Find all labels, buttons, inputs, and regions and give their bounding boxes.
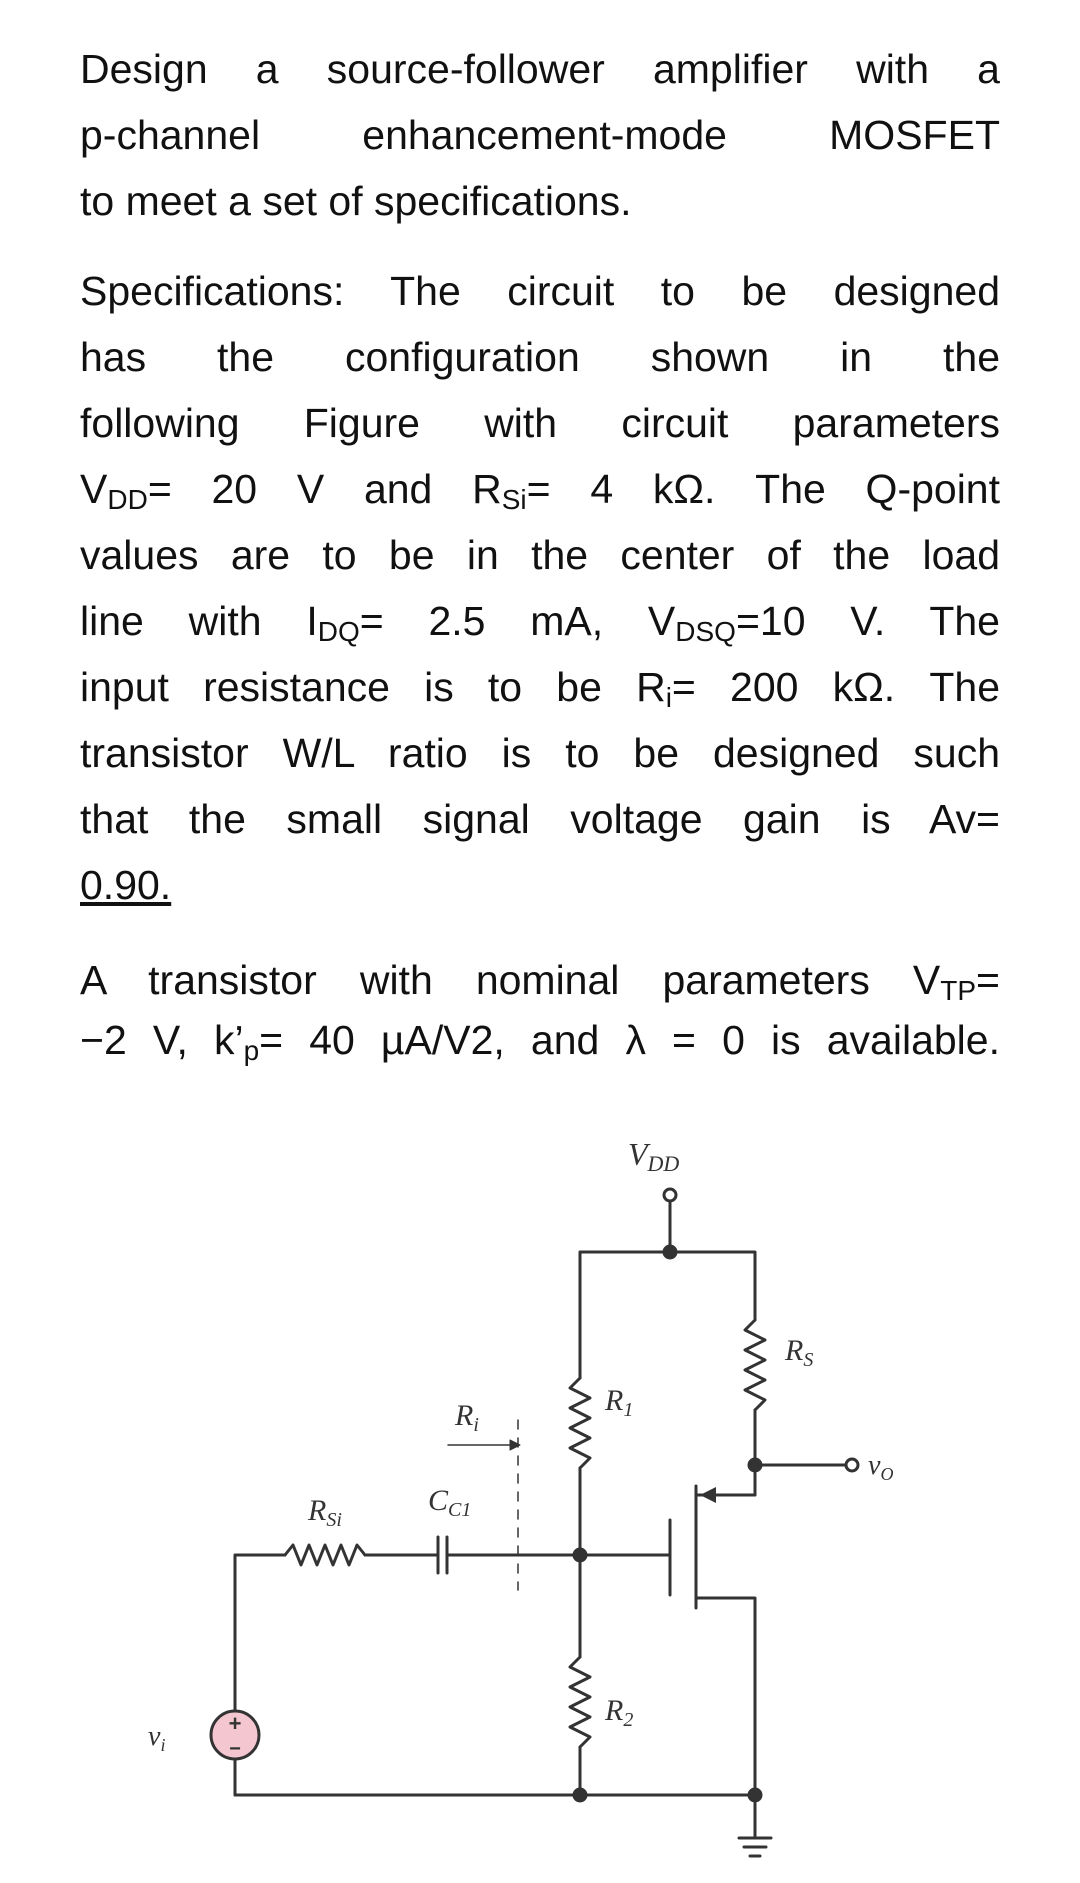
vtp-subscript: TP [940, 975, 977, 1006]
spec-line: values are to be in the center of the lo… [80, 532, 1000, 578]
specifications-paragraph: Specifications: The circuit to be design… [80, 258, 1000, 918]
r1-label: R1 [604, 1384, 633, 1421]
r2-ground-junction [572, 1787, 588, 1803]
spec-line: transistor W/L ratio is to be designed s… [80, 730, 1000, 776]
vtp-text: A transistor with nominal parameters V [80, 957, 941, 1003]
vdsq-value-text: =10 V. The [735, 598, 1000, 644]
idq-text: line with I [80, 598, 318, 644]
transistor-line: −2 V, k’p= 40 µA/V2, and λ = 0 is availa… [80, 1010, 1000, 1070]
circuit-diagram: + − VDD RS R1 R2 Ri RSi CC1 vO vi [148, 1136, 893, 1858]
plus-sign: + [229, 1711, 242, 1736]
rsi-subscript: Si [501, 484, 527, 515]
idq-subscript: DQ [317, 616, 360, 647]
rsi-label: RSi [307, 1494, 342, 1531]
output-terminal [844, 1457, 860, 1473]
spec-line: following Figure with circuit parameters [80, 400, 1000, 446]
vo-label: vO [868, 1450, 893, 1484]
drain-ground-junction [747, 1787, 763, 1803]
spec-line: Specifications: The circuit to be design… [80, 268, 1000, 314]
kp-value-text: = 40 µA/V2, and λ = 0 is available. [259, 1017, 1000, 1063]
ri-subscript: i [665, 682, 672, 713]
top-rail-wire [578, 1250, 757, 1380]
vdd-junction [662, 1244, 678, 1260]
vdd-subscript: DD [107, 484, 148, 515]
minus-sign: − [229, 1738, 241, 1760]
ri-arrow-head [509, 1439, 521, 1451]
gate-junction [572, 1547, 588, 1563]
source-arrow-icon [700, 1487, 716, 1503]
vdd-symbol: V [80, 466, 108, 512]
spec-line: line with IDQ= 2.5 mA, VDSQ=10 V. The [80, 588, 1000, 654]
vdsq-text: = 2.5 mA, V [359, 598, 676, 644]
intro-paragraph: Design a source-follower amplifier with … [80, 36, 1000, 234]
spec-line: VDD= 20 V and RSi= 4 kΩ. The Q-point [80, 456, 1000, 522]
cc1-label: CC1 [428, 1484, 471, 1521]
r1-resistor [568, 1376, 592, 1470]
vi-label: vi [148, 1721, 165, 1755]
r2-resistor [568, 1655, 592, 1749]
spec-line: has the configuration shown in the [80, 334, 1000, 380]
ri-label: Ri [454, 1399, 479, 1436]
input-wire [233, 1553, 287, 1714]
spec-line: input resistance is to be Ri= 200 kΩ. Th… [80, 654, 1000, 720]
gain-value: 0.90. [80, 862, 172, 908]
drain-lead [694, 1596, 757, 1797]
rs-label: RS [784, 1334, 813, 1371]
vdd-terminal [662, 1187, 678, 1203]
vtp-equals: = [976, 957, 1000, 1003]
vdd-value-text: = 20 V and R [147, 466, 502, 512]
ri-text: input resistance is to be R [80, 664, 666, 710]
vdsq-subscript: DSQ [675, 616, 736, 647]
ri-value-text: = 200 kΩ. The [671, 664, 1000, 710]
transistor-line: A transistor with nominal parameters VTP… [80, 950, 1000, 1010]
spec-line: that the small signal voltage gain is Av… [80, 796, 1000, 842]
vdd-label: VDD [628, 1136, 679, 1176]
ground-rail-wire [233, 1793, 757, 1840]
vtp-value-text: −2 V, k’ [80, 1017, 244, 1063]
rsi-value-text: = 4 kΩ. The Q-point [526, 466, 1000, 512]
kp-subscript: p [243, 1035, 260, 1066]
transistor-paragraph: A transistor with nominal parameters VTP… [80, 950, 1000, 1070]
intro-line: to meet a set of specifications. [80, 178, 632, 224]
intro-line: Design a source-follower amplifier with … [80, 46, 1000, 92]
intro-line: p-channel enhancement-mode MOSFET [80, 112, 1000, 158]
r2-label: R2 [604, 1694, 633, 1731]
rsi-resistor [283, 1543, 367, 1567]
rs-resistor [743, 1318, 767, 1412]
